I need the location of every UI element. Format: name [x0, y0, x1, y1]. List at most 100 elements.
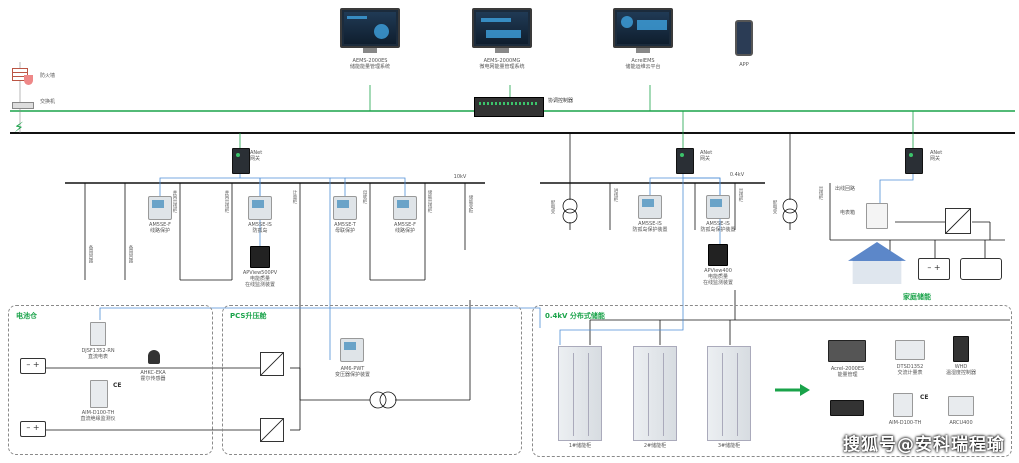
feeder-label: 进线柜	[613, 188, 618, 202]
coordinator-device	[474, 97, 544, 117]
device-desc: 交流计量表	[897, 370, 923, 376]
feeder-label: 储能出线柜	[427, 190, 432, 213]
dc-meter-desc: 直流电表	[87, 354, 108, 360]
storage-cabinet-2	[633, 346, 677, 441]
left-busbar-voltage: 10kV	[453, 174, 467, 180]
sensor-desc: 霍尔传感器	[140, 376, 166, 382]
battery-icon: – +	[20, 358, 46, 374]
air-conditioner-icon	[960, 258, 1002, 280]
switch-icon	[12, 102, 34, 109]
distributed-section-title: 0.4kV 分布式储能	[545, 312, 605, 320]
coordinator-label: 协调控制器	[548, 98, 574, 104]
ac-meter-device	[895, 340, 925, 360]
sensor-name: AHKC-EKA	[140, 370, 166, 376]
pcs-section-title: PCS升压舱	[230, 312, 267, 320]
app-label: APP	[739, 62, 749, 68]
pcs-relay-name: AM6-PWT	[340, 366, 365, 372]
system-1-desc: 储能能量管理系统	[349, 64, 390, 70]
relay-name: AM5SE-T	[334, 222, 356, 228]
watermark: 搜狐号@安科瑞程瑜	[843, 435, 1005, 455]
home-battery-icon: – +	[918, 258, 950, 280]
home-gateway-desc: 网关	[930, 156, 941, 162]
system-3-desc: 储能运维云平台	[625, 64, 661, 70]
left-gateway-name: ANet	[250, 150, 263, 156]
pq-name: APView400	[704, 268, 732, 274]
feeder-label: 备用回路	[88, 245, 93, 263]
relay-name: AM5SE-IS	[248, 222, 272, 228]
acrelems-monitor	[613, 8, 673, 48]
relay-am5se-t	[333, 196, 357, 220]
device-name: ARCU400	[949, 420, 973, 426]
pcs-converter-icon	[260, 352, 284, 376]
imd-desc: 直流绝缘监测仪	[80, 416, 116, 422]
firewall-label: 防火墙	[40, 73, 56, 79]
dc-meter-name: DJSF1352-RN	[81, 348, 115, 354]
ems-2000mg-monitor	[472, 8, 532, 48]
gateway-box-device	[830, 400, 864, 416]
feeder-label: 配电变	[772, 200, 777, 214]
imd-name: AIM-D100-TH	[81, 410, 115, 416]
battery-section-title: 电池仓	[16, 312, 37, 320]
feeder-label: 配电变	[550, 200, 555, 214]
cabinet-label: 2#储能柜	[643, 443, 667, 449]
meter-box-device	[866, 203, 888, 229]
monitor-stand	[495, 48, 509, 53]
relay-desc: 母联保护	[334, 228, 355, 234]
feeder-label: 计量柜	[292, 190, 297, 204]
ce-mark-icon: CE	[113, 382, 122, 389]
left-gateway-desc: 网关	[250, 156, 261, 162]
relay-name: AM5SE-IS	[638, 221, 662, 227]
power-quality-device-left	[250, 246, 270, 268]
feeder-label: 出线柜	[738, 188, 743, 202]
feeder-label: 备用回路	[128, 245, 133, 263]
dc-meter-device	[90, 322, 106, 346]
inverter-icon	[945, 208, 971, 234]
device-name: DTSD1352	[896, 364, 924, 370]
monitor-stand	[363, 48, 377, 53]
relay-name: AM5SE-IS	[706, 221, 730, 227]
pcs-relay-desc: 变压器保护装置	[334, 372, 370, 378]
switch-label: 交换机	[40, 99, 56, 105]
ems-controller-device	[828, 340, 866, 362]
meter-box-label: 电表箱	[840, 210, 856, 216]
battery-section-box	[8, 305, 213, 455]
relay-name: AM5SE-F	[394, 222, 416, 228]
pcs-section-box	[222, 305, 522, 455]
pcs-converter-icon	[260, 418, 284, 442]
hall-sensor-icon	[148, 350, 160, 364]
relay-desc: 线路保护	[149, 228, 170, 234]
arcu-device	[948, 396, 974, 416]
feeder-label: 储能变柜	[468, 195, 473, 213]
relay-am5se-f-1	[148, 196, 172, 220]
ce-mark-icon: CE	[920, 394, 929, 401]
grid-tower-icon: ⚡	[14, 120, 24, 136]
relay-desc: 防孤岛保护装置	[632, 227, 668, 233]
device-desc: 能量管理	[837, 372, 858, 378]
feeder-label: 并网出线柜	[172, 190, 177, 213]
cabinet-label: 1#储能柜	[568, 443, 592, 449]
insulation-monitor-device	[90, 380, 108, 408]
phone-icon	[735, 20, 753, 56]
feeder-label: 出线柜	[818, 186, 823, 200]
relay-name: AM5SE-F	[149, 222, 171, 228]
relay-am5se-is-right-2	[706, 195, 730, 219]
pq-desc1: 电能质量	[707, 274, 728, 280]
storage-cabinet-3	[707, 346, 751, 441]
system-1-name: AEMS-2000ES	[352, 58, 388, 64]
feeder-label: 母联柜	[362, 190, 367, 204]
right-gateway-desc: 网关	[700, 156, 711, 162]
grid-out-label: 出线回路	[835, 186, 856, 192]
storage-cabinet-1	[558, 346, 602, 441]
device-name: AIM-D100-TH	[888, 420, 922, 426]
relay-desc: 防孤岛	[252, 228, 268, 234]
feeder-label: 并网出线柜	[224, 190, 229, 213]
shield-icon	[24, 75, 33, 85]
home-gateway-name: ANet	[930, 150, 943, 156]
home-storage-label: 家庭储能	[903, 293, 931, 301]
system-2-name: AEMS-2000MG	[483, 58, 521, 64]
relay-am5se-f-2	[393, 196, 417, 220]
device-desc: 温湿度控制器	[945, 370, 976, 376]
home-gateway-device	[905, 148, 923, 174]
pq-desc2: 在线监测装置	[244, 282, 275, 288]
right-gateway-device	[676, 148, 694, 174]
